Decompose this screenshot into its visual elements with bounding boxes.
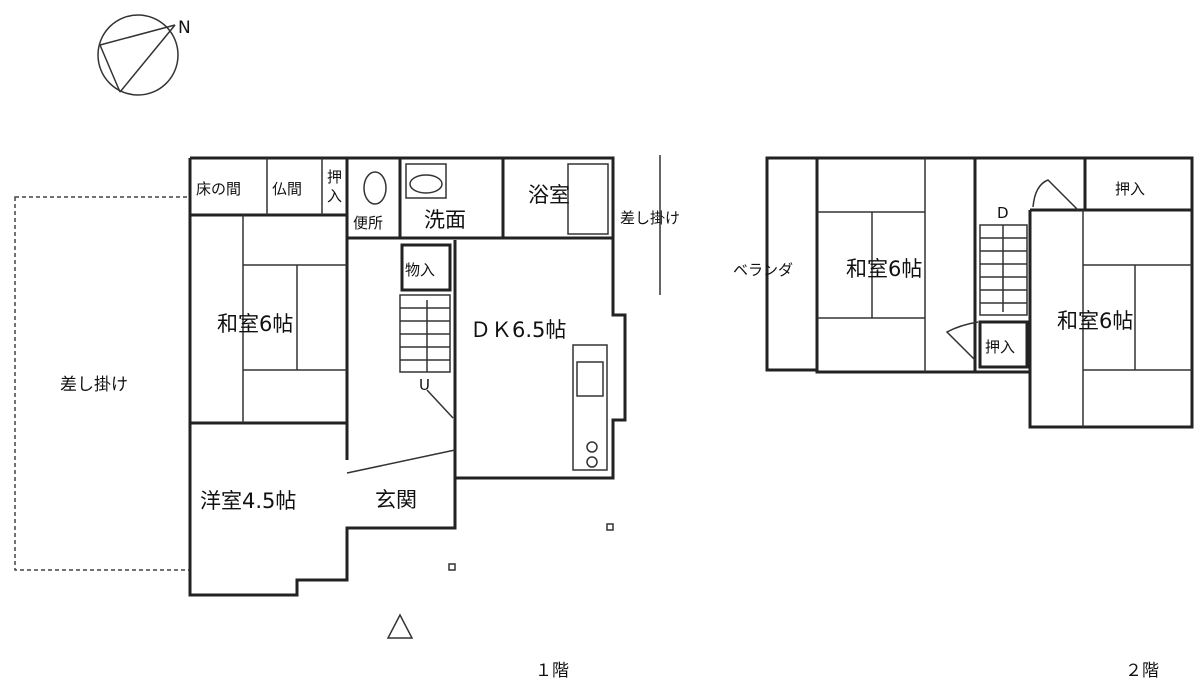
room-label-entrance: 玄関 [375, 488, 417, 512]
room-label-yoshitsu: 洋室4.5帖 [200, 489, 296, 513]
room-label-oshiire-1: 押 [327, 168, 342, 186]
room-label-veranda: ベランダ [733, 261, 793, 279]
stair-down-label: D [997, 204, 1009, 222]
room-label-bath: 浴室 [528, 183, 570, 207]
kitchen-counter [572, 344, 608, 471]
floor-1-plan: 床の間 仏間 押 入 便所 洗面 浴室 物入 和室6帖 ＤＫ6.5帖 洋室4.5… [14, 155, 680, 681]
floor-2-plan: ベランダ 和室6帖 和室6帖 押入 押入 D ２階 [733, 156, 1194, 681]
label-sashikake-right: 差し掛け [620, 209, 680, 227]
label-sashikake-left: 差し掛け [60, 375, 128, 395]
room-label-oshiire-small: 押入 [985, 338, 1015, 356]
entrance-marker-icon [386, 613, 414, 639]
toilet-icon [363, 171, 387, 205]
room-label-oshiire-2: 入 [327, 187, 342, 205]
room-label-washitsu-left: 和室6帖 [846, 257, 922, 281]
room-label-storage: 物入 [405, 261, 435, 279]
sink-icon [409, 174, 443, 194]
stair-2f [979, 224, 1028, 316]
room-label-oshiire-top: 押入 [1115, 180, 1145, 198]
compass-north-label: N [178, 18, 191, 38]
kitchen-sink-icon [576, 361, 604, 397]
room-label-tokonoma: 床の間 [196, 180, 241, 198]
room-label-washitsu: 和室6帖 [217, 312, 293, 336]
room-label-washroom: 洗面 [424, 208, 466, 232]
compass-icon: N [97, 14, 191, 96]
stove-icon [586, 441, 598, 453]
room-label-dk: ＤＫ6.5帖 [470, 318, 566, 342]
stair-1f [399, 294, 451, 373]
stair-up-label: U [419, 376, 430, 394]
room-label-washitsu-right: 和室6帖 [1057, 309, 1133, 333]
room-label-butsuma: 仏間 [272, 180, 302, 198]
floor-1-label: １階 [535, 661, 569, 681]
room-label-toilet: 便所 [353, 214, 383, 232]
bathtub-icon [567, 163, 609, 235]
floor-2-label: ２階 [1125, 661, 1159, 681]
sashikake-left-area [14, 196, 191, 571]
